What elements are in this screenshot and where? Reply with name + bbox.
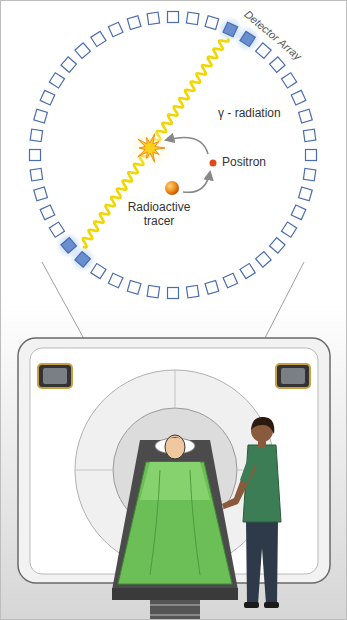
detector [40,90,55,105]
detector [75,43,91,59]
detector [49,222,64,237]
process-arrow [166,137,208,154]
detector [303,168,315,180]
detector [223,22,238,37]
detector [34,109,48,123]
detector [30,168,42,180]
detector [49,73,64,88]
tracer-ball [165,181,179,195]
detector [186,12,198,24]
detector-glow [56,232,82,258]
label: Positron [222,155,266,169]
detector [256,43,272,59]
detector [30,150,41,161]
label: γ - radiation [218,106,281,120]
detector [127,281,141,295]
detector [127,16,141,30]
detector [168,12,179,23]
detector [281,222,296,237]
detector [303,129,315,141]
detector [108,273,123,288]
detector [205,16,219,30]
detector [205,281,219,295]
detector [147,12,159,24]
detector [61,57,77,73]
detector [256,252,272,268]
technician [222,417,281,608]
detector [270,57,286,73]
detector [147,285,159,297]
detector [299,109,313,123]
detector-ring [30,12,317,299]
detector [61,238,77,254]
detector [75,252,91,268]
detector [91,263,106,278]
gamma-ray [151,39,229,147]
detector [306,150,317,161]
annihilation-burst [138,134,165,163]
detector [91,31,106,46]
detector [240,263,255,278]
detector [291,205,306,220]
process-arrow [183,172,210,192]
detector [291,90,306,105]
floor [0,300,347,620]
detector [270,238,286,254]
detector [168,288,179,299]
detector [240,31,255,46]
detector [299,187,313,201]
label: Detector Array [241,7,304,63]
annihilation-glow [130,128,170,168]
detector [30,129,42,141]
positron-dot [210,160,217,167]
detector [108,22,123,37]
detector [281,73,296,88]
detector [40,205,55,220]
patient-table [112,435,238,620]
label: Radioactive tracer [124,200,194,228]
detector [223,273,238,288]
detector [186,285,198,297]
detector [34,187,48,201]
